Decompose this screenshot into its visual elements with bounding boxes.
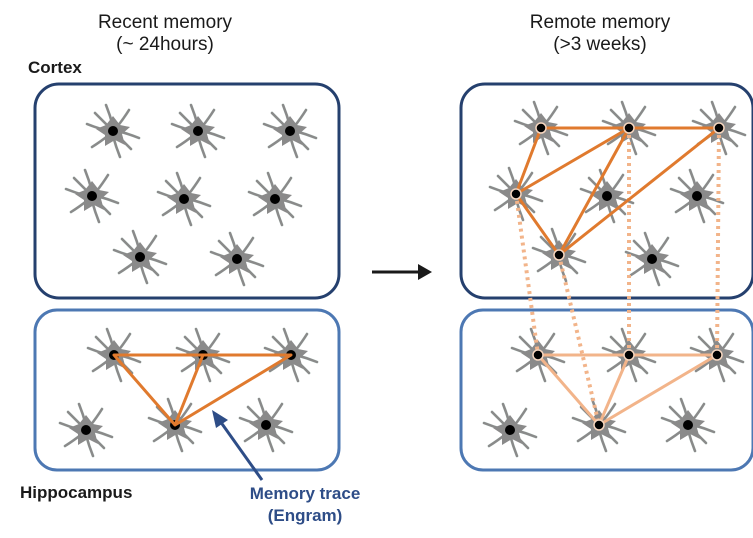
right-arrow-icon xyxy=(372,264,432,280)
engram-nuclei xyxy=(510,122,725,431)
neuron-icon xyxy=(660,397,716,453)
recent-engram-link xyxy=(173,354,205,426)
recent-memory-title: Recent memory xyxy=(97,12,233,33)
neuron-icon xyxy=(58,402,114,458)
neuron-icon xyxy=(624,231,680,287)
neuron-icon xyxy=(482,402,538,458)
neuron-icon xyxy=(112,229,168,285)
neuron-icon xyxy=(170,103,226,159)
recent-memory-heading: Recent memory (~ 24hours) xyxy=(80,12,250,56)
remote-hippocampus-engram-link xyxy=(597,354,631,426)
remote-cortex-engram xyxy=(514,126,720,257)
recent-memory-timeframe: (~ 24hours) xyxy=(116,34,214,55)
neuron-icon xyxy=(262,103,318,159)
neuron-icon xyxy=(247,171,303,227)
recent-hippocampus-box xyxy=(33,308,341,472)
annotation-arrow xyxy=(218,420,264,481)
annotation-arrow-head xyxy=(212,410,228,428)
hippocampus-label: Hippocampus xyxy=(20,483,133,502)
remote-memory-title: Remote memory xyxy=(529,12,671,33)
neuron-icon xyxy=(669,168,725,224)
neuron-icon xyxy=(209,231,265,287)
neuron-icon xyxy=(64,168,120,224)
recent-cortex-box xyxy=(33,82,341,300)
neuron-icon xyxy=(85,103,141,159)
memory-trace-subtitle: (Engram) xyxy=(267,506,343,525)
remote-memory-heading: Remote memory (>3 weeks) xyxy=(515,12,685,56)
cortex-label: Cortex xyxy=(28,58,82,77)
remote-hippocampus-box xyxy=(459,308,753,472)
cortex-hippocampus-links xyxy=(514,127,721,426)
neuron-icon xyxy=(238,397,294,453)
memory-trace-label: Memory trace (Engram) xyxy=(230,483,380,527)
memory-trace-title: Memory trace xyxy=(249,484,361,503)
remote-cortex-box xyxy=(459,82,753,300)
neuron-icon xyxy=(156,171,212,227)
remote-memory-timeframe: (>3 weeks) xyxy=(553,34,647,55)
neuron-icon xyxy=(579,168,635,224)
